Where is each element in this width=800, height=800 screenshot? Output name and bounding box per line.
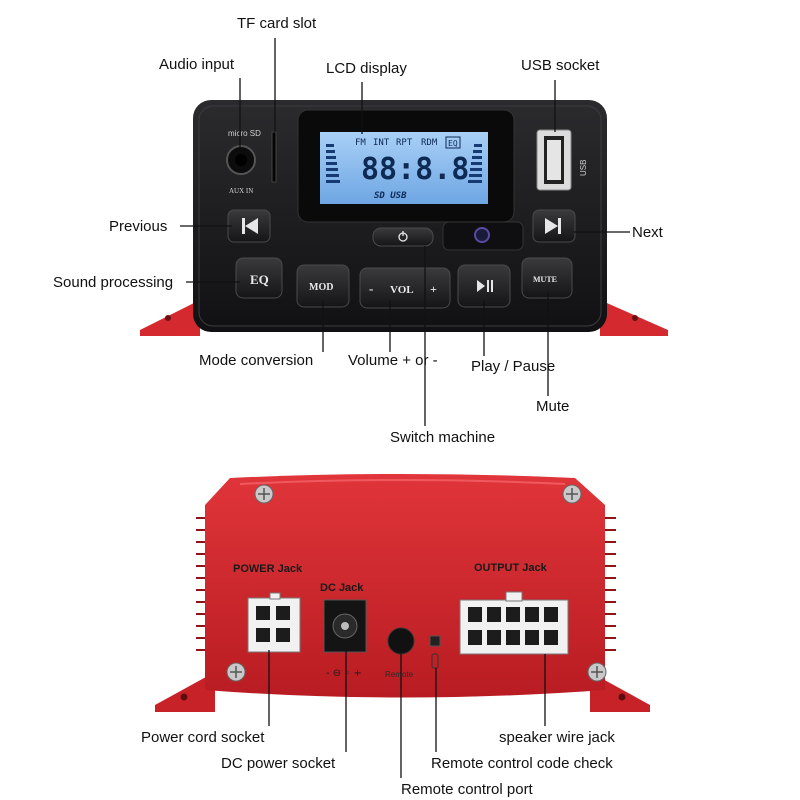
back-view: POWER Jack DC Jack OUTPUT Jack - ⊖ ◦ + R… (155, 474, 650, 712)
dc-jack-label: DC Jack (320, 582, 364, 594)
callout-volume: Volume + or - (348, 352, 438, 369)
ir-receiver-window (442, 221, 524, 251)
lcd-indicator-eq: EQ (448, 139, 458, 148)
play-pause-button[interactable] (457, 264, 511, 308)
previous-button[interactable] (227, 209, 271, 243)
callout-usb-socket: USB socket (521, 57, 600, 74)
output-jack-pins (468, 607, 558, 645)
lcd-digits: 88:8.8 (361, 152, 469, 187)
front-callouts: TF card slot Audio input LCD display USB… (53, 15, 664, 446)
mute-button-label: MUTE (533, 275, 557, 284)
dc-polarity-symbol: - ⊖ ◦ + (326, 668, 362, 679)
callout-remote-control-code-check: Remote control code check (431, 755, 613, 772)
play-pause-icon (477, 280, 493, 292)
dc-power-socket[interactable] (323, 599, 367, 653)
callout-audio-input: Audio input (159, 56, 235, 73)
eq-button-label: EQ (250, 272, 269, 287)
aux-in-label: AUX IN (229, 187, 253, 195)
power-cord-socket[interactable] (247, 592, 301, 653)
callout-speaker-wire-jack: speaker wire jack (499, 729, 615, 746)
lcd-source-indicators: SD USB (374, 191, 407, 201)
eq-button[interactable]: EQ (235, 257, 283, 299)
callout-remote-control-port: Remote control port (401, 781, 534, 798)
usb-logo: USB (579, 160, 588, 176)
back-callouts: Power cord socket DC power socket Remote… (141, 650, 615, 798)
lcd-indicator-rpt: RPT (396, 138, 413, 148)
front-bracket-right (600, 300, 668, 336)
screw-bottom-right (587, 662, 607, 682)
screw-bottom-left (226, 662, 246, 682)
callout-previous: Previous (109, 218, 167, 235)
back-bracket-left (155, 672, 215, 712)
callout-next: Next (632, 224, 664, 241)
volume-button[interactable]: - VOL + (359, 267, 451, 309)
volume-minus-label: - (369, 281, 373, 296)
callout-sound-processing: Sound processing (53, 274, 173, 291)
callout-play-pause: Play / Pause (471, 358, 555, 375)
mute-button[interactable]: MUTE (521, 257, 573, 299)
lcd-spectrum-right (468, 144, 482, 183)
screw-top-right (562, 484, 582, 504)
power-button[interactable] (372, 227, 434, 247)
aux-in-jack[interactable] (226, 145, 256, 175)
screw-top-left (254, 484, 274, 504)
front-bracket-left (140, 300, 200, 336)
micro-sd-logo: micro SD (228, 129, 261, 138)
callout-tf-card-slot: TF card slot (237, 15, 317, 32)
callout-dc-power-socket: DC power socket (221, 755, 336, 772)
lcd-indicator-fm: FM (355, 138, 366, 148)
remote-label: Remote (385, 670, 414, 679)
lcd-spectrum-left (326, 144, 340, 183)
tf-card-slot[interactable] (271, 131, 277, 183)
lcd-indicator-int: INT (373, 138, 390, 148)
usb-socket[interactable] (536, 129, 572, 191)
lcd-display: FM INT RPT RDM EQ 88:8.8 SD USB (320, 132, 488, 204)
callout-lcd-display: LCD display (326, 60, 407, 77)
front-view: micro SD AUX IN (140, 100, 668, 336)
remote-control-code-check[interactable] (429, 635, 441, 669)
callout-switch-machine: Switch machine (390, 429, 495, 446)
volume-button-label: VOL (390, 284, 414, 296)
mod-button-label: MOD (309, 282, 333, 293)
next-button[interactable] (532, 209, 576, 243)
next-icon (545, 218, 561, 234)
callout-mute: Mute (536, 398, 569, 415)
output-jack-label: OUTPUT Jack (474, 562, 548, 574)
callout-mode-conversion: Mode conversion (199, 352, 313, 369)
remote-control-port[interactable] (387, 627, 415, 655)
power-jack-label: POWER Jack (233, 563, 303, 575)
previous-icon (242, 218, 258, 234)
callout-power-cord-socket: Power cord socket (141, 729, 265, 746)
output-jack[interactable] (459, 591, 569, 655)
volume-plus-label: + (430, 282, 437, 296)
lcd-indicator-rdm: RDM (421, 138, 438, 148)
power-icon (398, 231, 408, 242)
